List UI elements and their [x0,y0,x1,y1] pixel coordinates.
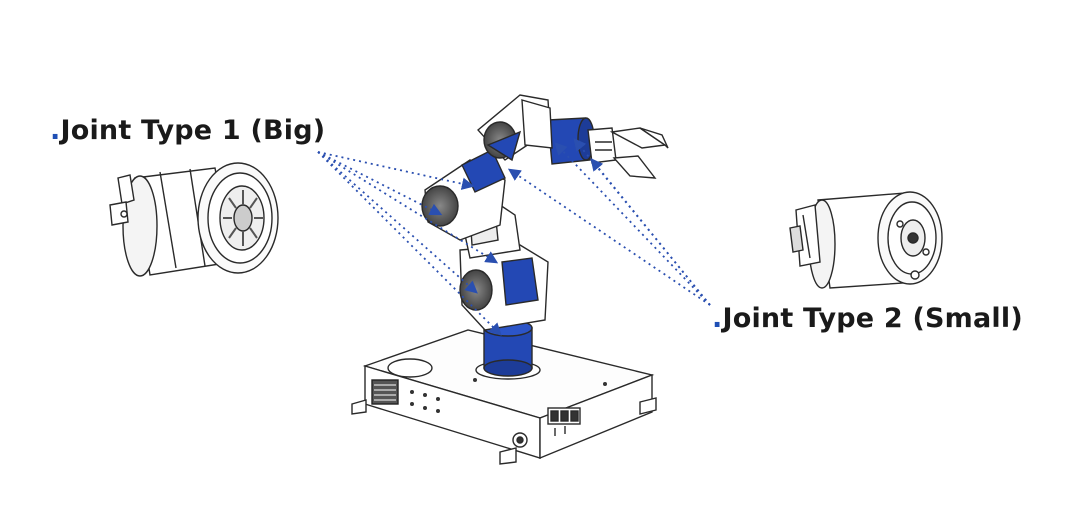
joint-type-2-label: .Joint Type 2 (Small) [712,303,1023,334]
gripper-icon [587,127,669,179]
joint-type-1-text: Joint Type 1 (Big) [60,115,326,146]
joint-type-1-label: .Joint Type 1 (Big) [50,115,325,146]
bullet-dot: . [712,303,723,334]
robot-arm-icon [421,94,595,377]
small-joint-motor-icon [789,191,943,289]
bullet-dot: . [50,115,61,146]
joint-type-2-text: Joint Type 2 (Small) [722,303,1023,334]
leader-lines-small [507,138,711,306]
leader-lines-big [317,151,502,336]
big-joint-motor-icon [109,162,279,277]
